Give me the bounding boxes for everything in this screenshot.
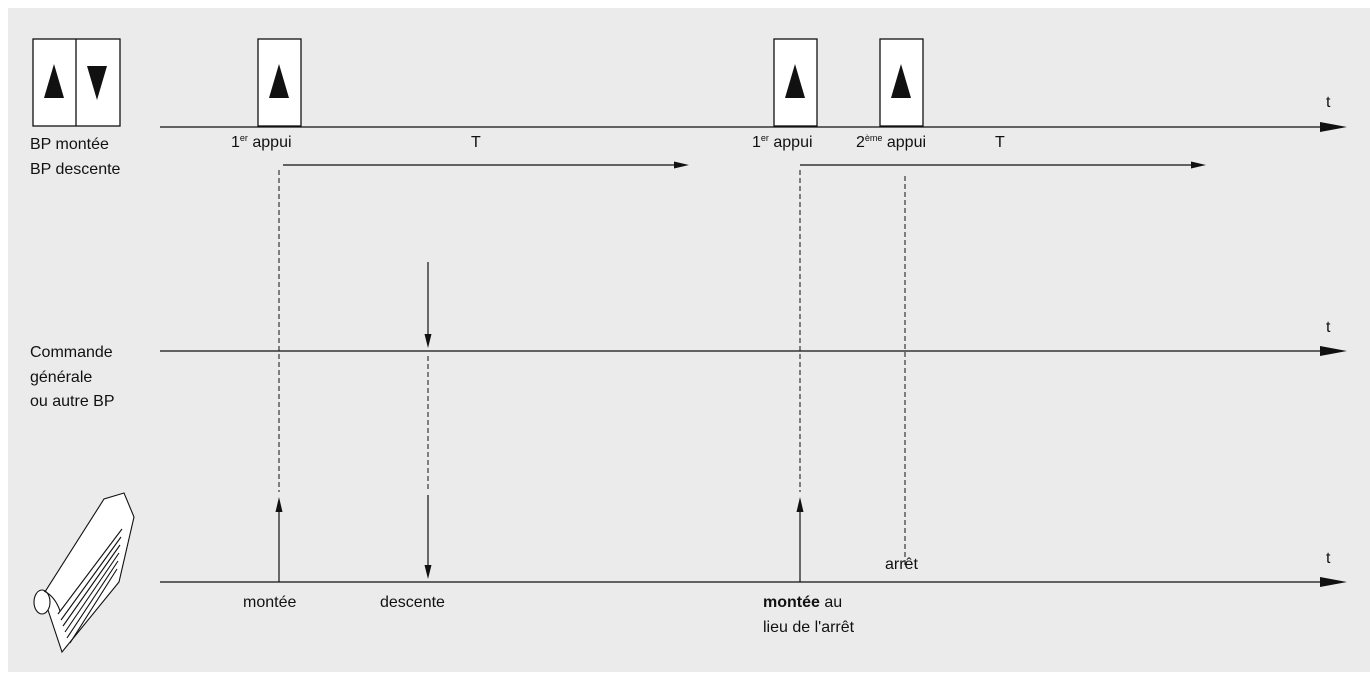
press-number: 1: [752, 134, 761, 151]
press-ordinal: er: [760, 133, 769, 143]
event-label-montee: montée: [243, 594, 297, 611]
event-label-arret: arrêt: [885, 556, 918, 573]
event-montee-bold: montée: [763, 594, 820, 611]
roller-shutter-icon: [33, 492, 135, 654]
commande-row-label-line1: Commande: [30, 344, 113, 361]
diagram-panel: [8, 8, 1370, 672]
up-arrow-icon: [269, 64, 289, 98]
axis-arrow-icon: [1320, 122, 1347, 132]
axis-arrow-icon: [1320, 346, 1347, 356]
bp-row-label-line2: BP descente: [30, 161, 121, 178]
axis-t-label-1: t: [1326, 94, 1331, 111]
press-label-1: 1er appui: [231, 133, 292, 153]
up-arrow-icon: [44, 64, 64, 98]
timer-label-2: T: [995, 134, 1005, 151]
command-down-arrow: [424, 262, 432, 348]
up-button-icon-2: [773, 38, 818, 127]
press-label-3: 2ème appui: [856, 133, 926, 153]
press-number: 1: [231, 134, 240, 151]
time-axis-shutter: [160, 577, 1347, 587]
up-button-icon-1: [257, 38, 302, 127]
montee-up-arrow-1: [275, 497, 283, 582]
event-label-montee-au: montée au: [763, 593, 842, 613]
timer-arrow-2: [800, 161, 1206, 169]
press-word: appui: [773, 134, 813, 151]
time-axis-bp: [160, 122, 1347, 132]
axis-arrow-icon: [1320, 577, 1347, 587]
up-arrow-icon: [785, 64, 805, 98]
press-word: appui: [252, 134, 292, 151]
down-arrow-icon: [87, 66, 107, 100]
axis-t-label-2: t: [1326, 319, 1331, 336]
timer-label-1: T: [471, 134, 481, 151]
dashed-guides: [278, 170, 906, 565]
press-label-2: 1er appui: [752, 133, 813, 153]
press-number: 2: [856, 134, 865, 151]
up-button-icon-3: [879, 38, 924, 127]
bp-row-label-line1: BP montée: [30, 136, 109, 153]
press-word: appui: [886, 134, 927, 151]
event-montee-rest: au: [819, 594, 843, 611]
up-arrow-icon: [891, 64, 911, 98]
press-ordinal: ème: [864, 133, 883, 143]
timer-arrow-1: [283, 161, 689, 169]
montee-up-arrow-2: [796, 497, 804, 582]
commande-row-label-line3: ou autre BP: [30, 393, 115, 410]
event-label-descente: descente: [380, 594, 445, 611]
event-label-lieu-arret: lieu de l'arrêt: [763, 619, 855, 636]
time-axis-commande: [160, 346, 1347, 356]
up-down-button-icon: [32, 38, 121, 127]
press-ordinal: er: [239, 133, 248, 143]
commande-row-label-line2: générale: [30, 369, 93, 386]
descente-down-arrow: [424, 495, 432, 579]
axis-t-label-3: t: [1326, 550, 1331, 567]
